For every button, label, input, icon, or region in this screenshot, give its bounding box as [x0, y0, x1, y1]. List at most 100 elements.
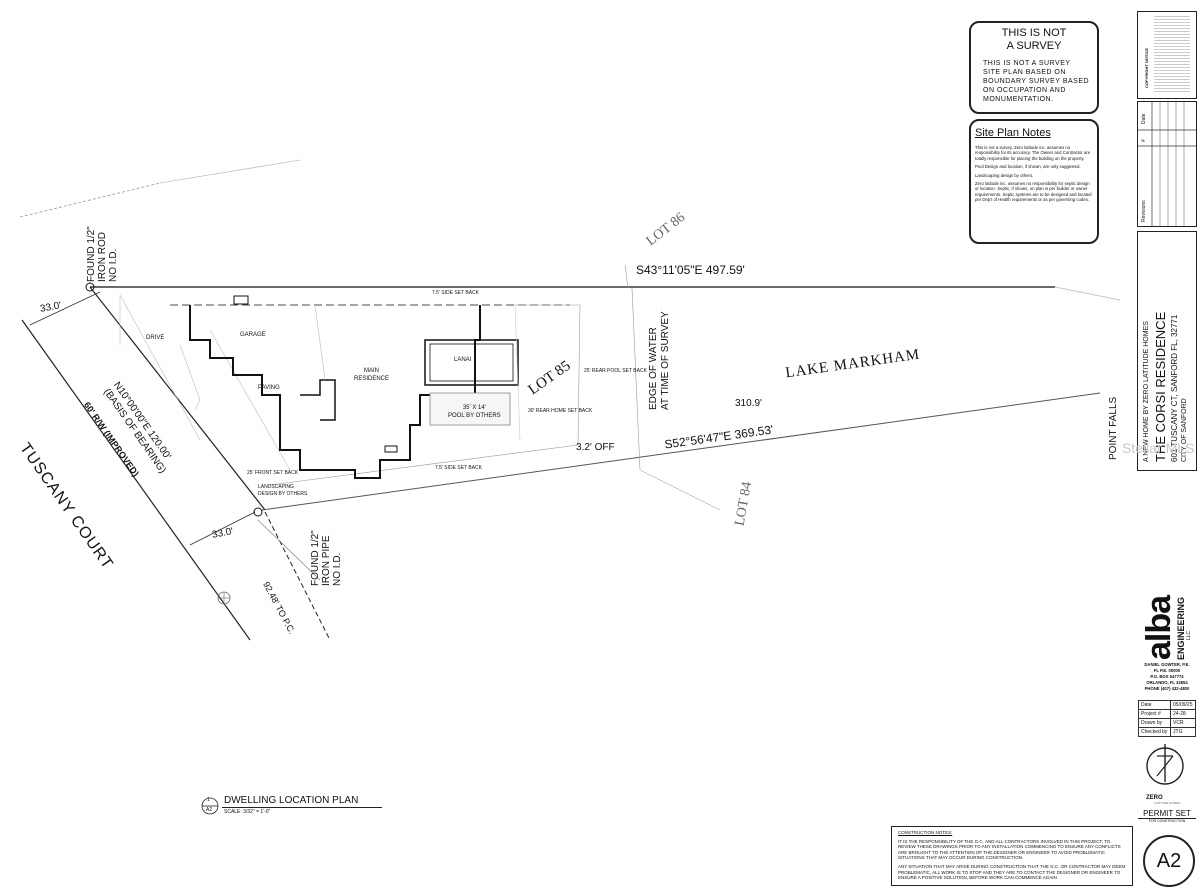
- rev-revisions-header: Revisions: [1141, 200, 1147, 222]
- zero-logo-mark: [1146, 744, 1184, 785]
- drive-edge: [119, 294, 201, 441]
- info-drawn-value: VCR: [1170, 718, 1196, 728]
- found-rod-line-2: IRON ROD: [97, 232, 108, 282]
- landscape-line-2: DESIGN BY OTHERS: [258, 491, 308, 497]
- engineer-line-2: FL P.E. 00000: [1153, 668, 1181, 673]
- info-drawn-label: Drawn by: [1137, 718, 1172, 728]
- house-footprint: [189, 305, 481, 479]
- engineer-line-5: PHONE (407) 432-4800: [1144, 686, 1190, 691]
- drawing-sheet: A2: [206, 807, 213, 813]
- not-survey-line-1: THIS IS NOT A SURVEY: [983, 60, 1071, 67]
- drive-curve: [179, 344, 201, 411]
- main-residence-label: MAIN RESIDENCE: [354, 367, 389, 383]
- permit-sub: FOR CONSTRUCTION: [1148, 819, 1186, 823]
- construction-notes-title: CONSTRUCTION NOTES:: [898, 830, 953, 835]
- paving-edge: [209, 329, 291, 471]
- rev-date-header: Date: [1141, 113, 1147, 124]
- paving-label: PAVING: [258, 385, 280, 391]
- engineer-info: DANIEL GOWTER, P.E. FL P.E. 00000 P.O. B…: [1138, 662, 1196, 692]
- info-checked-label: Checked by: [1137, 727, 1172, 737]
- point-falls: POINT FALLS: [1108, 396, 1119, 460]
- construction-notes: CONSTRUCTION NOTES: IT IS THE RESPONSIBI…: [891, 826, 1133, 886]
- project-block: A NEW HOME BY ZERO LATITUDE HOMES THE CO…: [1122, 231, 1197, 471]
- found-pipe-label: FOUND 1/2" IRON PIPE NO I.D.: [310, 530, 343, 586]
- construction-notes-p1: IT IS THE RESPONSIBILITY OF THE G.C. AND…: [898, 838, 1121, 861]
- copyright-text-block: [1154, 16, 1190, 94]
- landscape-label: LANDSCAPING DESIGN BY OTHERS: [258, 484, 307, 498]
- dim-33-bottom-line: [189, 511, 256, 546]
- off-32: 3.2' OFF: [576, 442, 615, 453]
- site-plan-notes-title: Site Plan Notes: [975, 127, 1051, 139]
- engineer-line-4: ORLANDO, FL 32854: [1146, 680, 1188, 685]
- side-setback-top-label: 7.5' SIDE SET BACK: [432, 290, 479, 296]
- rev-number-header: #: [1141, 139, 1147, 142]
- notes-paragraph-2: Pool Design and location, if shown, are …: [975, 164, 1081, 170]
- zero-logo: ZERO LATITUDE HOMES: [1140, 742, 1190, 805]
- copyright-label: COPYRIGHT NOTICE: [1144, 47, 1149, 88]
- rear-home-setback-label: 30' REAR HOME SET BACK: [528, 408, 593, 414]
- notes-paragraph-1: This is not a survey. Zero latitude inc.…: [975, 145, 1091, 161]
- main-residence-line-2: RESIDENCE: [354, 376, 390, 382]
- engineer-logo-sub: ENGINEERING: [1176, 596, 1186, 660]
- pool-by: POOL BY OTHERS: [448, 413, 501, 419]
- garage-wall: [314, 304, 326, 381]
- iron-rod-marker: [85, 282, 95, 292]
- found-rod-line-3: NO I.D.: [108, 248, 119, 282]
- landscape-line-1: LANDSCAPING: [258, 484, 294, 490]
- engineer-logo: alba: [1140, 595, 1178, 660]
- info-date-label: Date: [1137, 700, 1172, 710]
- found-pipe-line-2: IRON PIPE: [321, 535, 332, 586]
- south-property-line: [261, 392, 1101, 511]
- house-notch: [300, 379, 336, 421]
- found-rod-label: FOUND 1/2" IRON ROD NO I.D.: [86, 226, 119, 282]
- lot86-divider: [624, 264, 629, 289]
- not-survey-title-2: A SURVEY: [1006, 40, 1062, 52]
- drawing-title-bubble: [201, 797, 219, 815]
- north-line-extension: [1054, 286, 1121, 301]
- pool-size: 35' X 14': [462, 405, 486, 411]
- pipe-leader: [257, 519, 321, 581]
- not-survey-title: THIS IS NOT A SURVEY: [971, 27, 1097, 53]
- revisions-block: Date # Revisions: [1137, 101, 1197, 227]
- engineer-logo-tag: LLC: [1186, 630, 1192, 640]
- not-survey-line-5: MONUMENTATION.: [983, 96, 1054, 103]
- info-checked-value: JTG: [1170, 727, 1196, 737]
- drawing-number: 1: [207, 797, 210, 803]
- rear-yard-line: [514, 304, 521, 441]
- zero-logo-text: ZERO: [1146, 795, 1163, 801]
- setback-envelope: [269, 304, 581, 486]
- revisions-grid: [1138, 102, 1196, 226]
- found-pipe-line-1: FOUND 1/2": [310, 530, 321, 586]
- equipment-box-a: [233, 295, 249, 305]
- copyright-block: COPYRIGHT NOTICE: [1137, 11, 1197, 99]
- sheet-number-text: A2: [1156, 849, 1182, 872]
- edge-water-line-1: EDGE OF WATER: [648, 327, 659, 410]
- engineer-line-3: P.O. BOX 547774: [1150, 674, 1184, 679]
- side-setback-bot-label: 7.5' SIDE SET BACK: [435, 465, 482, 471]
- garage-label: GARAGE: [240, 332, 266, 338]
- engineer-line-1: DANIEL GOWTER, P.E.: [1144, 662, 1190, 667]
- lanai-inner: [429, 343, 514, 382]
- edge-of-water: EDGE OF WATER AT TIME OF SURVEY: [648, 311, 672, 410]
- not-survey-box: THIS IS NOT A SURVEY THIS IS NOT A SURVE…: [969, 21, 1099, 114]
- lot86-corner-line: [19, 182, 161, 218]
- main-residence-line-1: MAIN: [364, 368, 379, 374]
- site-plan-notes-body: This is not a survey. Zero latitude inc.…: [971, 145, 1097, 203]
- found-rod-line-1: FOUND 1/2": [86, 226, 97, 282]
- lot84-line: [639, 469, 721, 511]
- drive-label: DRIVE: [146, 335, 165, 341]
- rear-pool-setback-label: 25' REAR POOL SET BACK: [584, 368, 647, 374]
- edge-water-line-2: AT TIME OF SURVEY: [660, 311, 671, 410]
- drawing-title-text: DWELLING LOCATION PLAN: [224, 795, 359, 806]
- notes-paragraph-4: Zero latitude inc. assumes no responsibi…: [975, 181, 1092, 203]
- sheet-number: A2: [1143, 835, 1195, 887]
- permit-set: PERMIT SET FOR CONSTRUCTION: [1138, 809, 1196, 823]
- notes-paragraph-3: Landscaping design by others.: [975, 172, 1034, 178]
- pool-outline: [429, 392, 511, 426]
- pool-label: 35' X 14' POOL BY OTHERS: [448, 404, 501, 420]
- lot84-divider: [631, 287, 641, 471]
- permit-title: PERMIT SET: [1138, 809, 1196, 819]
